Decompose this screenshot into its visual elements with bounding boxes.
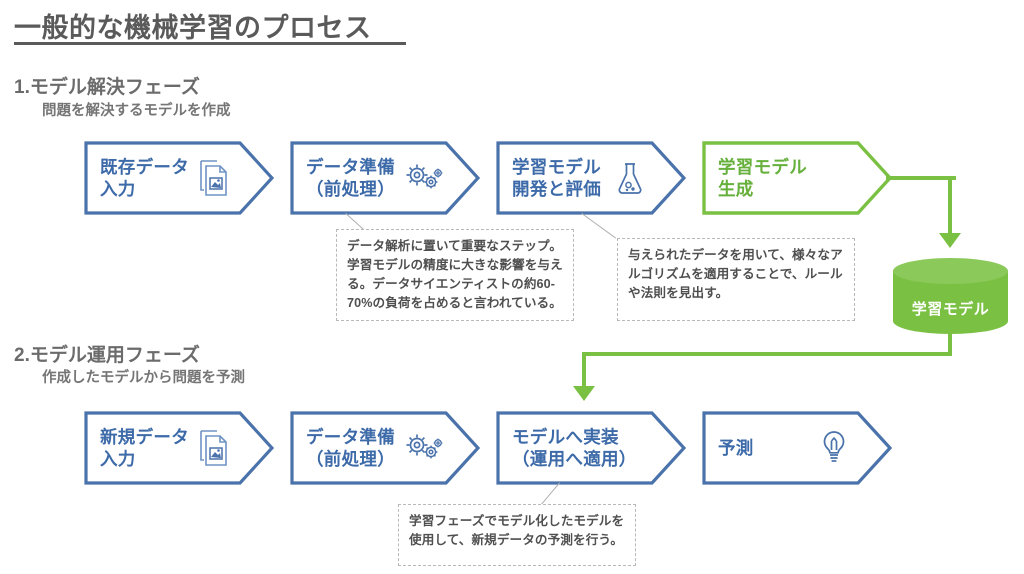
- cylinder-bottom: [893, 308, 1008, 334]
- section-2-subtitle: 作成したモデルから問題を予測: [42, 370, 245, 386]
- step-existing-data-input[interactable]: 既存データ 入力: [84, 141, 274, 215]
- step-label: データ準備 （前処理）: [306, 156, 395, 199]
- step-label: 予測: [718, 437, 754, 458]
- step-label: データ準備 （前処理）: [306, 426, 395, 469]
- step-model-generation[interactable]: 学習モデル 生成: [702, 141, 892, 215]
- step-deploy-to-model[interactable]: モデルへ実装 （運用へ適用）: [496, 411, 686, 485]
- section-2-title: 2.モデル運用フェーズ: [14, 345, 200, 366]
- step-label: 新規データ 入力: [100, 426, 189, 469]
- lightbulb-icon: [818, 428, 850, 468]
- connector-line-v2: [948, 330, 952, 356]
- step-label: モデルへ実装 （運用へ適用）: [512, 426, 637, 469]
- connector-line-h2: [582, 352, 952, 356]
- step-model-development-evaluation[interactable]: 学習モデル 開発と評価: [496, 141, 686, 215]
- gears-icon: [402, 430, 444, 466]
- step-label: 既存データ 入力: [100, 156, 189, 199]
- flask-icon: [614, 159, 646, 197]
- note-prediction-phase: 学習フェーズでモデル化したモデルを使用して、新規データの予測を行う。: [398, 504, 636, 566]
- connector-arrow-to-deploy: [573, 386, 595, 401]
- step-label: 学習モデル 開発と評価: [512, 156, 601, 199]
- cylinder-top: [893, 258, 1008, 284]
- step-data-preparation-1[interactable]: データ準備 （前処理）: [290, 141, 480, 215]
- connector-line-v3: [582, 352, 586, 390]
- section-1-title: 1.モデル解決フェーズ: [14, 77, 200, 98]
- note-data-preparation: データ解析に置いて重要なステップ。学習モデルの精度に大きな影響を与える。データサ…: [336, 229, 574, 321]
- section-1-subtitle: 問題を解決するモデルを作成: [42, 103, 231, 119]
- note-model-generation: 与えられたデータを用いて、様々なアルゴリズムを適用することで、ルールや法則を見出…: [617, 238, 855, 321]
- datastore-cylinder: 学習モデル: [893, 258, 1008, 334]
- step-new-data-input[interactable]: 新規データ 入力: [84, 411, 274, 485]
- step-prediction[interactable]: 予測: [702, 411, 892, 485]
- document-image-icon: [198, 158, 232, 198]
- title-underline: [14, 42, 406, 45]
- connector-line-v1: [948, 176, 952, 236]
- note-tail: [581, 213, 616, 239]
- connector-line-h1: [886, 176, 956, 180]
- document-image-icon: [198, 428, 232, 468]
- step-data-preparation-2[interactable]: データ準備 （前処理）: [290, 411, 480, 485]
- connector-arrow-to-datastore: [939, 233, 961, 248]
- datastore-label: 学習モデル: [911, 301, 990, 318]
- page-title: 一般的な機械学習のプロセス: [14, 13, 372, 43]
- step-label: 学習モデル 生成: [718, 156, 807, 199]
- gears-icon: [402, 160, 444, 196]
